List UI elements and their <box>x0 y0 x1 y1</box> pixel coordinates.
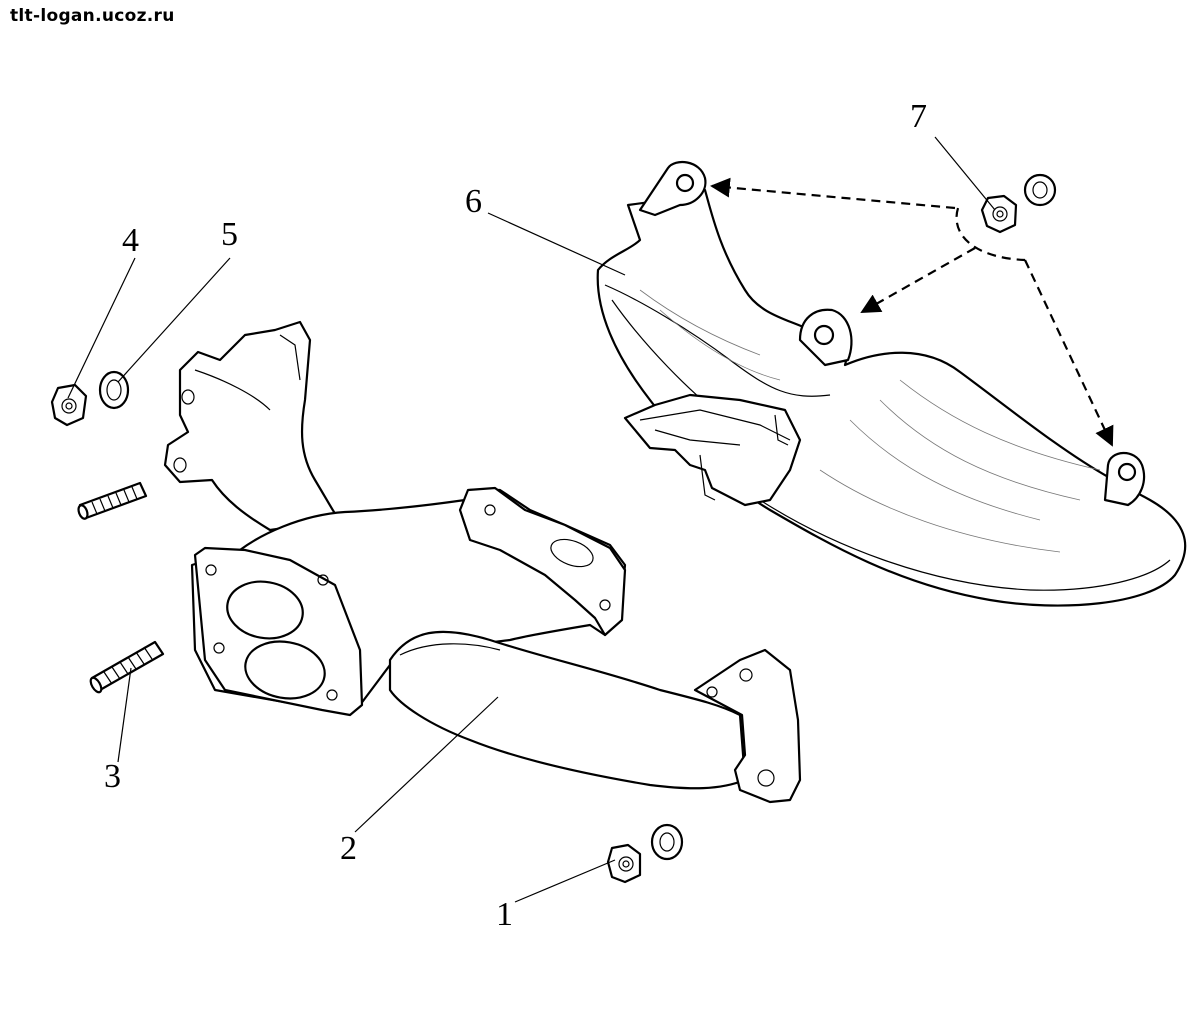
callout-1: 1 <box>496 896 513 933</box>
nut-left <box>50 383 88 427</box>
callout-3: 3 <box>104 758 121 795</box>
washer-top-right <box>1023 173 1057 207</box>
nut-top-right <box>980 194 1018 234</box>
callout-2: 2 <box>340 830 357 867</box>
callout-7: 7 <box>910 98 927 135</box>
watermark: tlt-logan.ucoz.ru <box>10 6 175 26</box>
stud-lower <box>89 640 165 694</box>
washer-left <box>98 370 130 410</box>
leader-lines <box>67 136 996 903</box>
callout-6: 6 <box>465 183 482 220</box>
stud-upper <box>77 481 148 520</box>
callout-4: 4 <box>122 222 139 259</box>
assembly-arrows <box>710 177 1114 447</box>
exhaust-manifold <box>163 320 802 804</box>
nut-bottom <box>606 843 642 884</box>
washer-bottom <box>650 823 684 861</box>
heat-shield <box>596 160 1187 607</box>
callout-5: 5 <box>221 216 238 253</box>
